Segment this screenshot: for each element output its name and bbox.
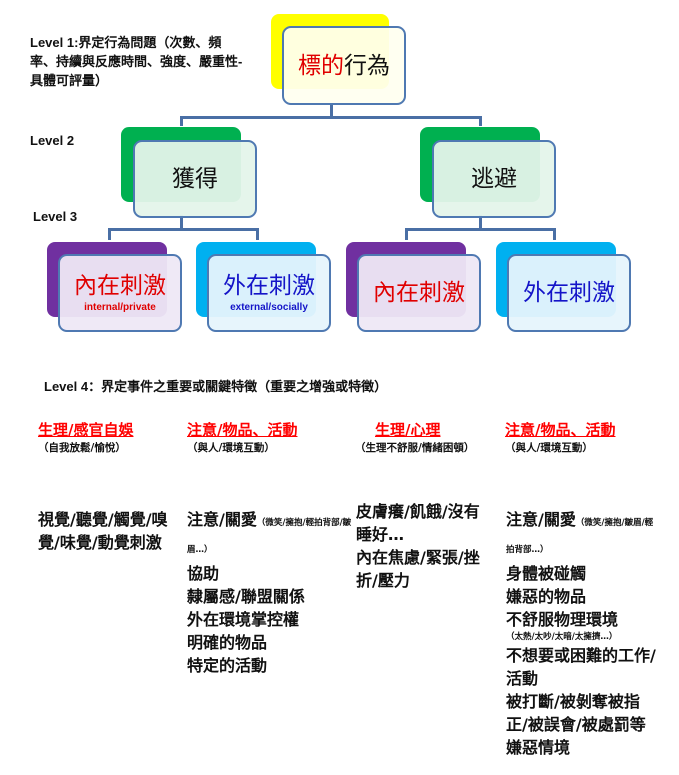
root-label-red: 標的 xyxy=(298,52,344,79)
level-3-label: Level 3 xyxy=(33,209,78,224)
external-label-1: 外在刺激 xyxy=(223,273,315,299)
category-title: 生理/感官自娛 xyxy=(38,421,134,439)
connector-l2-right xyxy=(479,116,482,126)
category-subtitle: （生理不舒服/情緒困頓） xyxy=(355,442,475,454)
internal-sub-1: internal/private xyxy=(84,302,156,313)
category-attention-1: 注意/物品、活動 （與人/環境互動） xyxy=(187,420,347,456)
level-2-label: Level 2 xyxy=(30,133,75,148)
list-item: 特定的活動 xyxy=(187,656,268,675)
list-item-note: （微笑/擁抱/輕拍背部/皺眉…） xyxy=(187,518,352,555)
category-subtitle: （與人/環境互動） xyxy=(187,442,275,454)
category-sensory: 生理/感官自娛 （自我放鬆/愉悅） xyxy=(38,420,178,456)
list-item: 被打斷/被剝奪被指正/被誤會/被處罰等嫌惡情境 xyxy=(506,692,646,757)
connector-l2-left xyxy=(180,116,183,126)
list-item: 身體被碰觸 xyxy=(506,564,587,583)
list-item: 嫌惡的物品 xyxy=(506,587,587,606)
external-node-1: 外在刺激 external/socially xyxy=(207,254,331,332)
category-subtitle: （自我放鬆/愉悅） xyxy=(38,442,126,454)
connector-l3-right-h xyxy=(405,228,555,231)
escape-node: 逃避 xyxy=(432,140,556,218)
category-physiological-items: 皮膚癢/飢餓/沒有睡好… 內在焦慮/緊張/挫折/壓力 xyxy=(356,500,490,592)
connector-l3-c xyxy=(405,228,408,240)
obtain-node: 獲得 xyxy=(133,140,257,218)
connector-l3-left-h xyxy=(108,228,258,231)
category-attention-2: 注意/物品、活動 （與人/環境互動） xyxy=(505,420,675,456)
root-label-black: 行為 xyxy=(344,52,390,79)
list-item: 內在焦慮/緊張/挫折/壓力 xyxy=(356,548,480,590)
list-item-note: （微笑/擁抱/皺眉/輕拍背部…） xyxy=(506,518,654,555)
internal-node-2: 內在刺激 xyxy=(357,254,481,332)
category-attention-1-items: 注意/關愛（微笑/擁抱/輕拍背部/皺眉…） 協助 隸屬感/聯盟關係 外在環境掌控… xyxy=(187,508,355,677)
connector-l3-d xyxy=(553,228,556,240)
category-physiological: 生理/心理 （生理不舒服/情緒困頓） xyxy=(355,420,487,456)
list-item: 注意/關愛 xyxy=(187,510,257,529)
category-sensory-items: 視覺/聽覺/觸覺/嗅覺/味覺/動覺刺激 xyxy=(38,510,168,552)
connector-l3-b xyxy=(256,228,259,240)
category-subtitle: （與人/環境互動） xyxy=(505,442,593,454)
escape-label: 逃避 xyxy=(471,166,517,192)
root-node: 標的行為 xyxy=(282,26,406,105)
list-item: 明確的物品 xyxy=(187,633,268,652)
connector-l3-left-v xyxy=(180,215,183,229)
category-title: 生理/心理 xyxy=(375,421,441,439)
level-1-label: Level 1:界定行為問題（次數、頻率、持續與反應時間、強度、嚴重性-具體可評… xyxy=(30,35,243,88)
category-title: 注意/物品、活動 xyxy=(187,421,298,439)
external-sub-1: external/socially xyxy=(230,302,308,313)
list-item: 皮膚癢/飢餓/沒有睡好… xyxy=(356,502,480,544)
list-item: 不想要或困難的工作/活動 xyxy=(506,646,656,688)
list-item: 外在環境掌控權 xyxy=(187,610,300,629)
level-4-label: Level 4：界定事件之重要或關鍵特徵（重要之增強或特徵） xyxy=(44,379,388,394)
internal-label-2: 內在刺激 xyxy=(373,280,465,306)
external-node-2: 外在刺激 xyxy=(507,254,631,332)
connector-root-v xyxy=(330,104,333,118)
list-item-note: （太熱/太吵/太暗/太擁擠…） xyxy=(506,632,618,642)
external-label-2: 外在刺激 xyxy=(523,280,615,306)
obtain-label: 獲得 xyxy=(172,166,218,192)
list-item: 不舒服物理環境 xyxy=(506,610,619,629)
category-attention-2-items: 注意/關愛（微笑/擁抱/皺眉/輕拍背部…） 身體被碰觸 嫌惡的物品 不舒服物理環… xyxy=(506,508,661,759)
list-item: 注意/關愛 xyxy=(506,510,576,529)
list-item: 隸屬感/聯盟關係 xyxy=(187,587,305,606)
internal-node-1: 內在刺激 internal/private xyxy=(58,254,182,332)
category-title: 注意/物品、活動 xyxy=(505,421,616,439)
connector-l3-right-v xyxy=(479,215,482,229)
internal-label-1: 內在刺激 xyxy=(74,273,166,299)
connector-l3-a xyxy=(108,228,111,240)
list-item: 協助 xyxy=(187,564,220,583)
